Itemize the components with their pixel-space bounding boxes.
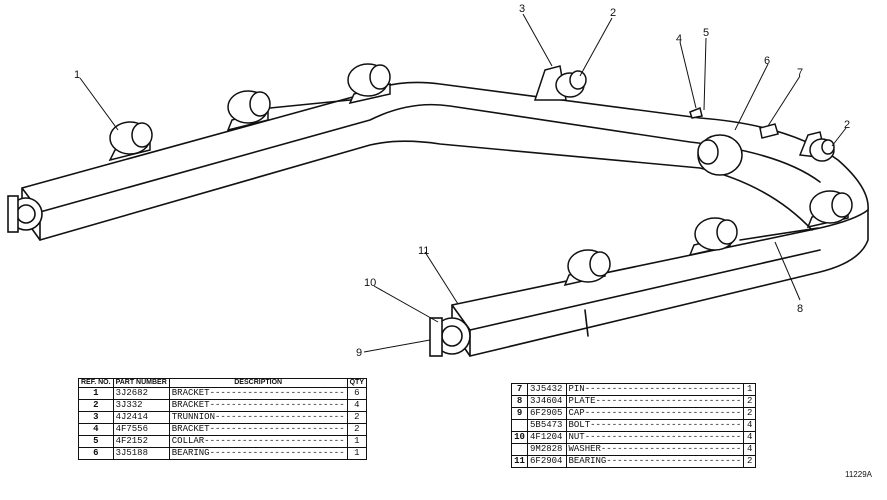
part-cell: 5B5473 [527, 419, 567, 432]
qty-cell: 2 [346, 411, 367, 424]
callout-3: 3 [519, 3, 525, 15]
table-row: 2 3J332 BRACKET-------------------------… [78, 399, 367, 412]
part-cell: 3J332 [112, 399, 170, 412]
callout-6: 6 [764, 55, 770, 67]
part-cell: 4J2414 [112, 411, 170, 424]
header-qty: QTY [346, 378, 367, 388]
table-row: 1 3J2682 BRACKET------------------------… [78, 387, 367, 400]
bearing-cap-front [429, 317, 471, 357]
ref-cell: 4 [78, 423, 114, 436]
parts-table-right: 7 3J5432 PIN----------------------------… [510, 383, 756, 468]
table-row: 9 6F2905 CAP----------------------------… [510, 407, 756, 420]
collar-bearing [689, 106, 779, 176]
desc-cell: BOLT---------------------------- [565, 419, 745, 432]
ref-cell: 1 [78, 387, 114, 400]
callout-11: 11 [418, 245, 429, 257]
roller-bracket-upper [108, 63, 391, 162]
ref-cell: 10 [510, 431, 529, 444]
qty-cell: 6 [346, 387, 367, 400]
ref-cell: 11 [510, 455, 529, 468]
header-description: DESCRIPTION [168, 378, 348, 388]
part-cell: 3J5432 [527, 383, 567, 396]
qty-cell: 2 [743, 407, 756, 420]
qty-cell: 2 [743, 455, 756, 468]
callout-2a: 2 [610, 7, 616, 19]
frame-rail-lower-mid [469, 249, 821, 331]
callout-7: 7 [797, 67, 803, 79]
qty-cell: 4 [346, 399, 367, 412]
desc-cell: NUT----------------------------- [565, 431, 745, 444]
bearing-cap-left [7, 195, 43, 233]
ref-cell: 9 [510, 407, 529, 420]
table-row: 8 3J4604 PLATE--------------------------… [510, 395, 756, 408]
ref-cell: 5 [78, 435, 114, 448]
part-cell: 9M2828 [527, 443, 567, 456]
part-cell: 4F7556 [112, 423, 170, 436]
ref-cell: 3 [78, 411, 114, 424]
desc-cell: CAP----------------------------- [565, 407, 745, 420]
qty-cell: 2 [743, 395, 756, 408]
parts-table-left: REF. NO. PART NUMBER DESCRIPTION QTY 1 3… [78, 378, 367, 460]
ref-cell [510, 443, 529, 456]
table-header-row: REF. NO. PART NUMBER DESCRIPTION QTY [78, 378, 367, 388]
qty-cell: 1 [346, 435, 367, 448]
desc-cell: BEARING------------------------- [168, 447, 348, 460]
part-cell: 3J4604 [527, 395, 567, 408]
qty-cell: 4 [743, 431, 756, 444]
ref-cell: 2 [78, 399, 114, 412]
frame-rail-upper-bottom [39, 103, 821, 213]
frame-rail-lower-top [451, 209, 869, 306]
callout-8: 8 [797, 303, 803, 315]
table-row: 9M2828 WASHER-------------------------- … [510, 443, 756, 456]
frame-rail-upper-underside [39, 140, 813, 241]
desc-cell: TRUNNION------------------------ [168, 411, 348, 424]
part-cell: 4F2152 [112, 435, 170, 448]
callout-1: 1 [74, 69, 80, 81]
part-cell: 4F1204 [527, 431, 567, 444]
ref-cell: 7 [510, 383, 529, 396]
callout-5: 5 [703, 27, 709, 39]
header-ref: REF. NO. [78, 378, 114, 388]
table-row: 7 3J5432 PIN----------------------------… [510, 383, 756, 396]
qty-cell: 4 [743, 443, 756, 456]
ref-cell: 8 [510, 395, 529, 408]
part-cell: 3J2682 [112, 387, 170, 400]
table-row: 10 4F1204 NUT---------------------------… [510, 431, 756, 444]
drawing-number: 11229A [845, 470, 872, 479]
desc-cell: COLLAR-------------------------- [168, 435, 348, 448]
frame-rail-upper-top [21, 81, 869, 211]
table-row: 5B5473 BOLT---------------------------- … [510, 419, 756, 432]
table-row: 11 6F2904 BEARING-----------------------… [510, 455, 756, 468]
desc-cell: WASHER-------------------------- [565, 443, 745, 456]
desc-cell: PLATE--------------------------- [565, 395, 745, 408]
callout-10: 10 [364, 277, 376, 289]
trunnion-bracket [533, 65, 835, 162]
table-row: 5 4F2152 COLLAR-------------------------… [78, 435, 367, 448]
desc-cell: PIN----------------------------- [565, 383, 745, 396]
desc-cell: BRACKET------------------------- [168, 387, 348, 400]
desc-cell: BEARING------------------------- [565, 455, 745, 468]
callout-9: 9 [356, 347, 362, 359]
roller-bracket-lower [563, 190, 853, 287]
ref-cell: 6 [78, 447, 114, 460]
part-cell: 6F2905 [527, 407, 567, 420]
qty-cell: 1 [743, 383, 756, 396]
part-cell: 6F2904 [527, 455, 567, 468]
table-row: 4 4F7556 BRACKET------------------------… [78, 423, 367, 436]
qty-cell: 4 [743, 419, 756, 432]
part-cell: 3J5188 [112, 447, 170, 460]
qty-cell: 2 [346, 423, 367, 436]
table-row: 6 3J5188 BEARING------------------------… [78, 447, 367, 460]
desc-cell: BRACKET------------------------- [168, 423, 348, 436]
ref-cell [510, 419, 529, 432]
callout-2b: 2 [844, 119, 850, 131]
table-row: 3 4J2414 TRUNNION-----------------------… [78, 411, 367, 424]
header-part-number: PART NUMBER [112, 378, 170, 388]
callout-4: 4 [676, 33, 682, 45]
desc-cell: BRACKET------------------------- [168, 399, 348, 412]
frame-rail-lower-bottom [469, 209, 869, 357]
qty-cell: 1 [346, 447, 367, 460]
